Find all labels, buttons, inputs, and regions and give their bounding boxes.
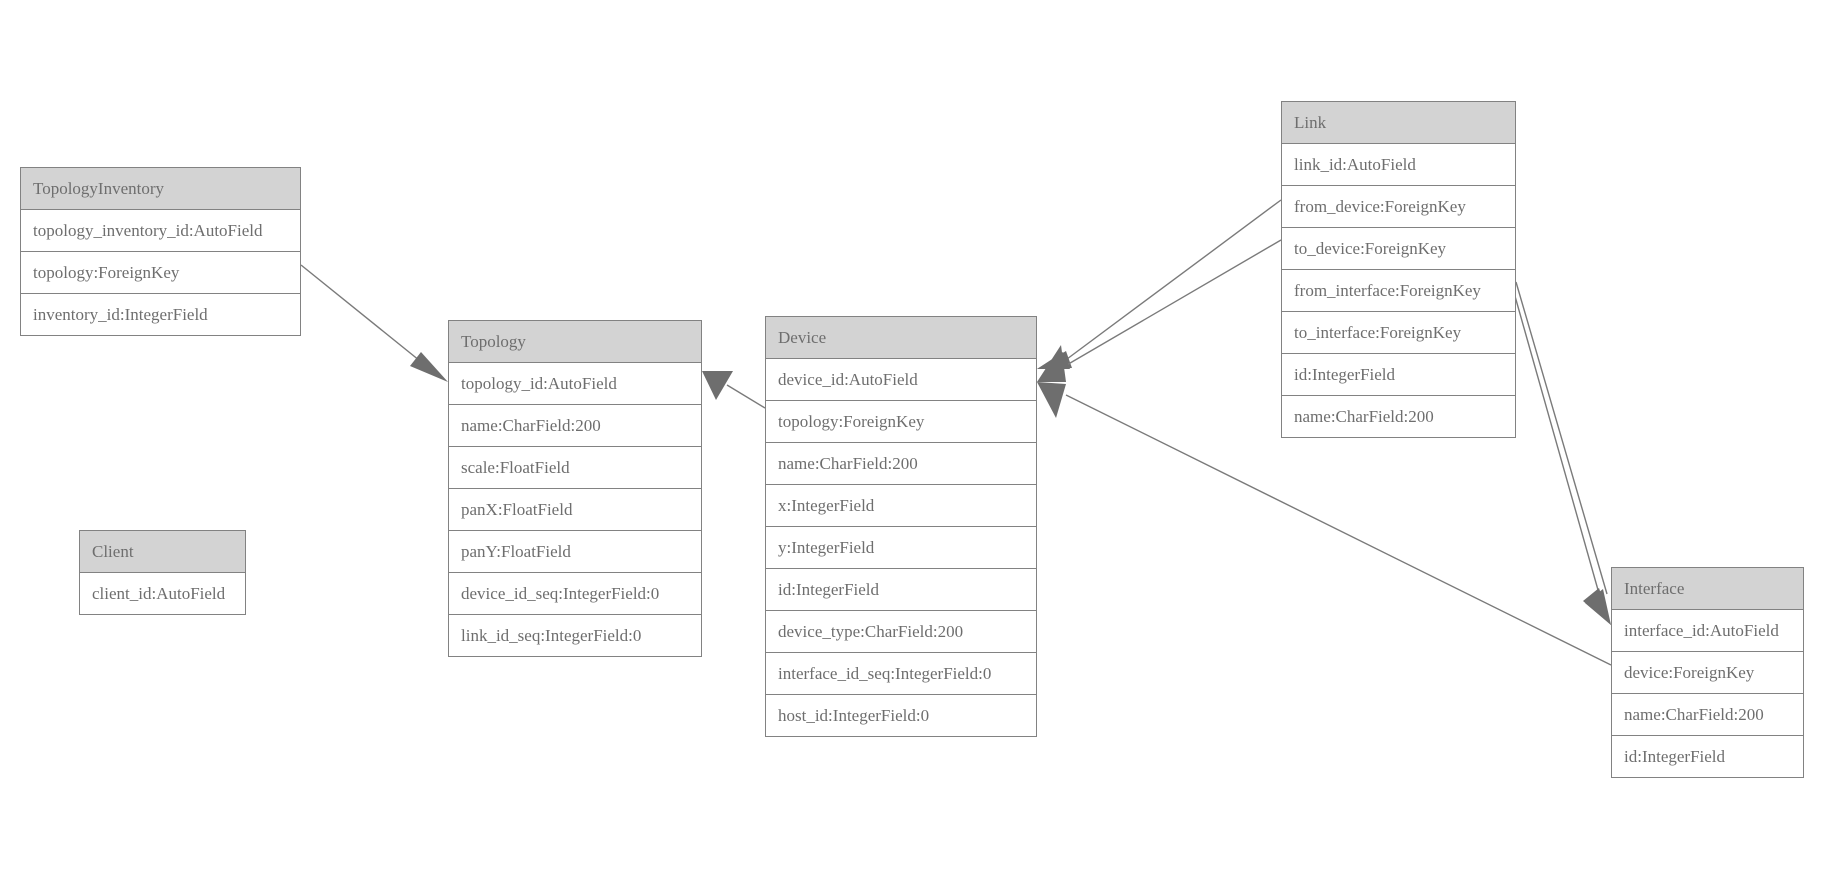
edge-link-to-interface [1510,281,1611,625]
arrowhead-device-upper [1037,345,1066,382]
entity-client[interactable]: Client client_id:AutoField [79,530,246,615]
field-row[interactable]: topology:ForeignKey [21,252,300,294]
field-row[interactable]: name:CharField:200 [1282,396,1515,437]
entity-topologyinventory[interactable]: TopologyInventory topology_inventory_id:… [20,167,301,336]
entity-device[interactable]: Device device_id:AutoField topology:Fore… [765,316,1037,737]
field-row[interactable]: device:ForeignKey [1612,652,1803,694]
field-row[interactable]: topology_id:AutoField [449,363,701,405]
field-row[interactable]: topology_inventory_id:AutoField [21,210,300,252]
edge-link-from-device [1037,199,1282,369]
field-row[interactable]: client_id:AutoField [80,573,245,614]
field-row[interactable]: interface_id_seq:IntegerField:0 [766,653,1036,695]
edge-link-to-device [1037,239,1282,369]
field-row[interactable]: id:IntegerField [1282,354,1515,396]
field-row[interactable]: interface_id:AutoField [1612,610,1803,652]
field-row[interactable]: link_id:AutoField [1282,144,1515,186]
entity-topology[interactable]: Topology topology_id:AutoField name:Char… [448,320,702,657]
field-row[interactable]: to_interface:ForeignKey [1282,312,1515,354]
entity-title-link: Link [1282,102,1515,144]
field-row[interactable]: inventory_id:IntegerField [21,294,300,335]
entity-title-device: Device [766,317,1036,359]
field-row[interactable]: device_type:CharField:200 [766,611,1036,653]
field-row[interactable]: id:IntegerField [766,569,1036,611]
field-row[interactable]: scale:FloatField [449,447,701,489]
field-row[interactable]: device_id:AutoField [766,359,1036,401]
field-row[interactable]: name:CharField:200 [1612,694,1803,736]
field-row[interactable]: from_device:ForeignKey [1282,186,1515,228]
field-row[interactable]: link_id_seq:IntegerField:0 [449,615,701,656]
field-row[interactable]: x:IntegerField [766,485,1036,527]
edge-link-from-interface [1515,281,1611,625]
field-row[interactable]: id:IntegerField [1612,736,1803,777]
field-row[interactable]: name:CharField:200 [449,405,701,447]
field-row[interactable]: name:CharField:200 [766,443,1036,485]
entity-link[interactable]: Link link_id:AutoField from_device:Forei… [1281,101,1516,438]
edge-topologyinventory-topology [300,264,448,382]
entity-title-topology: Topology [449,321,701,363]
field-row[interactable]: device_id_seq:IntegerField:0 [449,573,701,615]
field-row[interactable]: topology:ForeignKey [766,401,1036,443]
field-row[interactable]: to_device:ForeignKey [1282,228,1515,270]
field-row[interactable]: from_interface:ForeignKey [1282,270,1515,312]
entity-interface[interactable]: Interface interface_id:AutoField device:… [1611,567,1804,778]
field-row[interactable]: y:IntegerField [766,527,1036,569]
field-row[interactable]: panY:FloatField [449,531,701,573]
entity-title-topologyinventory: TopologyInventory [21,168,300,210]
field-row[interactable]: host_id:IntegerField:0 [766,695,1036,736]
field-row[interactable]: panX:FloatField [449,489,701,531]
edge-device-topology [702,371,766,409]
entity-title-client: Client [80,531,245,573]
entity-title-interface: Interface [1612,568,1803,610]
